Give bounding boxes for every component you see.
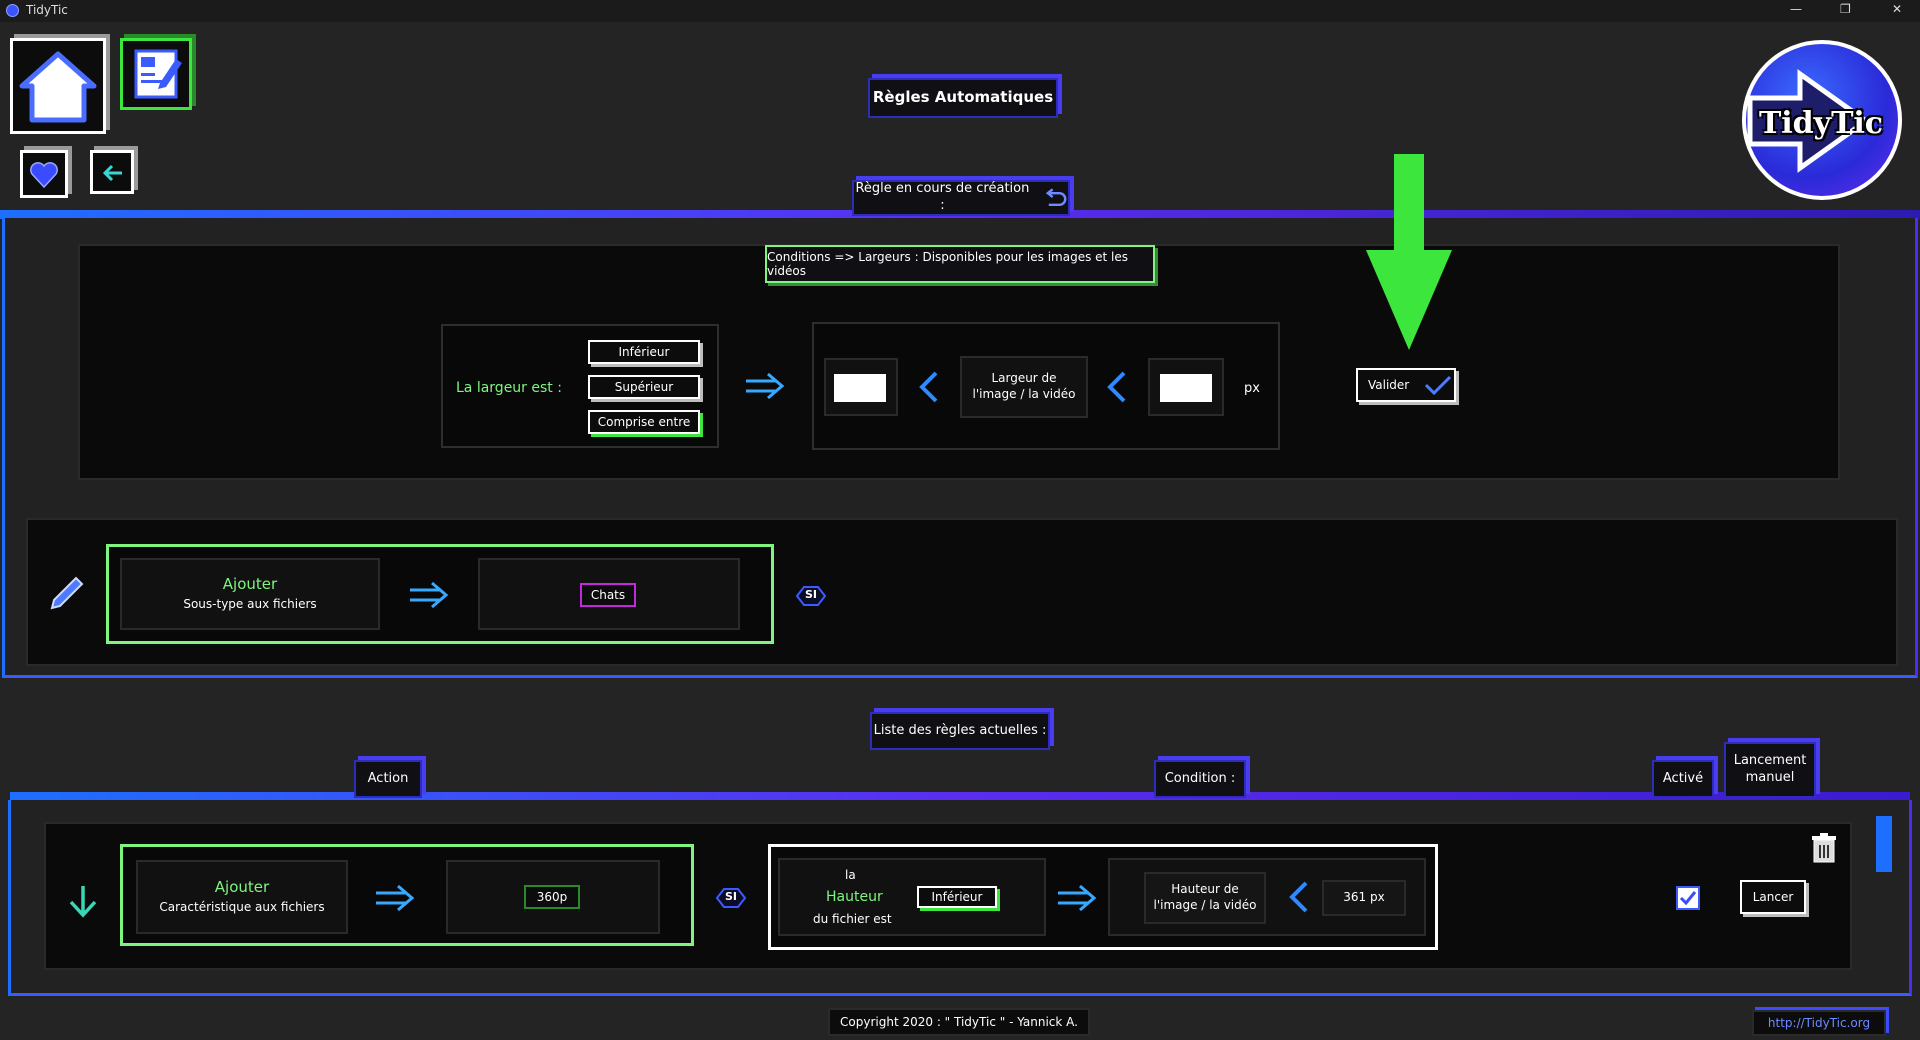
chevron-left-icon-3 (1284, 880, 1314, 914)
copyright: Copyright 2020 : " TidyTic " - Yannick A… (828, 1008, 1090, 1036)
rule-cond-text-box (778, 858, 1046, 936)
close-button[interactable]: ✕ (1892, 2, 1903, 16)
page-title: Règles Automatiques (868, 78, 1058, 118)
max-width-input[interactable] (1160, 374, 1212, 402)
house-icon (19, 51, 97, 123)
si-label: SI (804, 588, 817, 601)
measure-label-box: Largeur de l'image / la vidéo (960, 356, 1088, 418)
rule-action-verb-box: Ajouter Caractéristique aux fichiers (136, 860, 348, 934)
pencil-icon[interactable] (48, 570, 88, 614)
launch-button[interactable]: Lancer (1740, 880, 1806, 914)
heart-icon (30, 162, 58, 189)
manual-launch-line1: Lancement (1733, 753, 1807, 769)
list-tab: Liste des règles actuelles : (870, 712, 1050, 750)
expand-down-arrow-icon[interactable] (66, 884, 100, 924)
checkbox-check-icon (1679, 891, 1697, 906)
manual-launch-line2: manuel (1745, 770, 1795, 785)
logo-text: TidyTic (1758, 106, 1884, 141)
scrollbar-thumb[interactable] (1876, 816, 1892, 872)
window-title: TidyTic (26, 3, 68, 17)
green-down-arrow-icon (1364, 154, 1454, 358)
rule-action-target-chip[interactable]: 360p (524, 885, 580, 909)
column-manual-launch: Lancement manuel (1724, 742, 1816, 798)
creation-tab: Règle en cours de création : (852, 180, 1070, 216)
action-verb-box: Ajouter Sous-type aux fichiers (120, 558, 380, 630)
chevron-left-icon-2 (1102, 370, 1132, 404)
back-button[interactable] (90, 150, 134, 194)
action-sub: Sous-type aux fichiers (183, 597, 317, 612)
conditions-header: Conditions => Largeurs : Disponibles pou… (765, 245, 1155, 283)
home-button[interactable] (10, 38, 106, 134)
restore-button[interactable]: ❐ (1840, 2, 1851, 16)
rule-cond-la: la (845, 868, 856, 882)
double-arrow-right-icon (744, 372, 786, 400)
rule-action-sub: Caractéristique aux fichiers (159, 900, 325, 915)
unit-label: px (1244, 381, 1260, 396)
title-bar: TidyTic — ❐ ✕ (0, 0, 1920, 22)
si-badge: SI (796, 585, 826, 607)
website-link[interactable]: http://TidyTic.org (1752, 1010, 1886, 1036)
double-arrow-right-icon-2 (408, 581, 450, 609)
validate-button[interactable]: Valider (1356, 368, 1456, 402)
active-checkbox[interactable] (1676, 886, 1700, 910)
rule-cond-measure-box: Hauteur de l'image / la vidéo (1144, 872, 1266, 924)
rule-cond-measure-line1: Hauteur de (1171, 882, 1239, 897)
column-action: Action (354, 760, 422, 798)
option-comprise-entre-button[interactable]: Comprise entre (588, 410, 700, 434)
rule-cond-du: du fichier est (813, 912, 892, 926)
favorites-button[interactable] (20, 150, 68, 198)
min-width-input[interactable] (834, 374, 886, 402)
rule-cond-dimension: Hauteur (826, 889, 883, 905)
document-edit-icon (134, 49, 182, 99)
rule-cond-measure-line2: l'image / la vidéo (1153, 898, 1257, 912)
rule-si-label: SI (724, 890, 737, 903)
rule-action-verb: Ajouter (214, 878, 270, 897)
app-icon (6, 4, 19, 17)
rules-editor-button[interactable] (120, 38, 192, 110)
rule-cond-value: 361 px (1343, 890, 1385, 905)
checkmark-icon (1425, 375, 1452, 396)
creation-tab-label: Règle en cours de création : (855, 181, 1030, 213)
action-verb: Ajouter (222, 575, 278, 594)
measure-label-line1: Largeur de (991, 371, 1057, 386)
validate-label: Valider (1368, 378, 1410, 392)
chevron-left-icon (914, 370, 944, 404)
rule-si-badge: SI (716, 887, 746, 909)
arrow-left-icon (102, 164, 122, 182)
column-active: Activé (1652, 760, 1714, 798)
double-arrow-right-icon-4 (1056, 884, 1098, 912)
width-is-label: La largeur est : (456, 380, 562, 396)
rule-action-target-box (446, 860, 660, 934)
action-target-chip[interactable]: Chats (580, 583, 636, 607)
tidytic-logo: TidyTic (1742, 40, 1902, 200)
minimize-button[interactable]: — (1790, 2, 1802, 16)
list-top-bar (10, 792, 1910, 800)
trash-icon[interactable] (1810, 832, 1838, 868)
double-arrow-right-icon-3 (374, 884, 416, 912)
measure-label-line2: l'image / la vidéo (972, 387, 1076, 401)
option-superieur-button[interactable]: Supérieur (588, 375, 700, 399)
rule-cond-value-chip: 361 px (1322, 880, 1406, 916)
rule-cond-operator[interactable]: Inférieur (917, 886, 997, 908)
column-condition: Condition : (1154, 760, 1246, 798)
logo-arrow-icon (1747, 69, 1871, 173)
undo-icon[interactable] (1041, 187, 1068, 209)
option-inferieur-button[interactable]: Inférieur (588, 340, 700, 364)
